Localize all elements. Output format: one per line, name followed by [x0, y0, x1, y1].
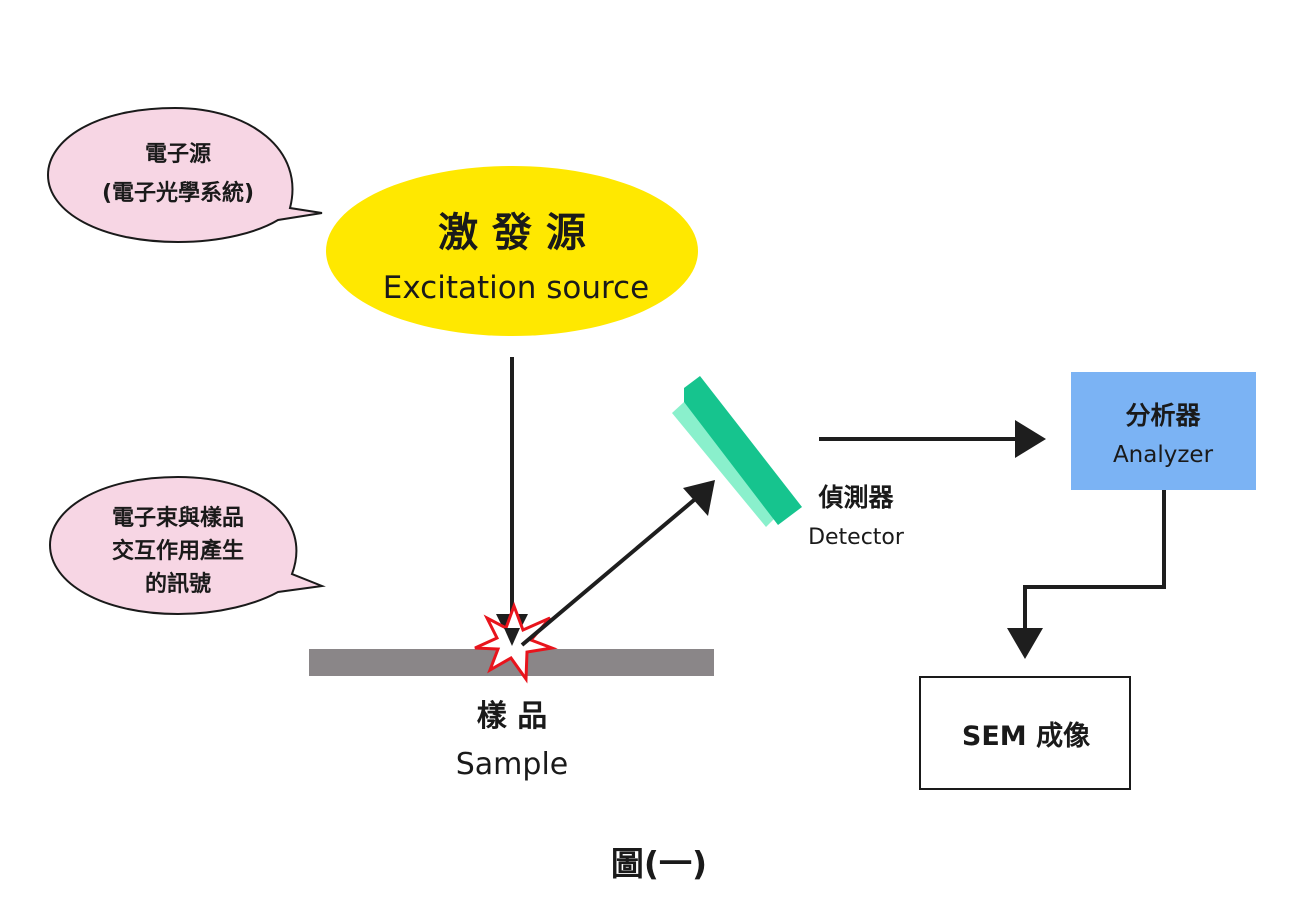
signal-line — [520, 493, 702, 647]
detector: 偵測器 Detector — [672, 376, 905, 550]
sample-label-zh: 樣 品 — [477, 699, 547, 734]
detector-label-zh: 偵測器 — [817, 483, 894, 512]
bubble-shape — [46, 106, 323, 244]
bubble-shape — [48, 475, 326, 616]
sem-output-label: SEM 成像 — [962, 721, 1090, 752]
detector-body — [684, 376, 802, 525]
sem-output-box — [919, 676, 1131, 790]
sample-label-en: Sample — [456, 747, 569, 782]
bubble-bottom-line2: 交互作用產生 — [112, 538, 244, 564]
analyzer-box — [1071, 372, 1256, 490]
detector-edge — [672, 402, 778, 527]
bubble-top-line1: 電子源 — [145, 142, 211, 167]
bubble-bottom-line1: 電子束與樣品 — [112, 505, 244, 531]
bubble-signal: 電子束與樣品 交互作用產生 的訊號 — [48, 475, 326, 616]
analyzer-to-output-line — [1023, 490, 1166, 632]
analyzer-label-en: Analyzer — [1113, 442, 1214, 468]
excitation-source: 激 發 源 Excitation source — [326, 166, 698, 336]
source-label-en: Excitation source — [383, 270, 649, 306]
bubble-top-line2: (電子光學系統) — [102, 180, 254, 206]
analyzer-label-zh: 分析器 — [1125, 401, 1201, 430]
detector-label-en: Detector — [808, 525, 905, 550]
bubble-electron-source: 電子源 (電子光學系統) — [46, 106, 323, 244]
source-ellipse — [326, 166, 698, 336]
analyzer: 分析器 Analyzer — [1071, 372, 1256, 490]
bubble-bottom-line3: 的訊號 — [145, 571, 211, 597]
source-label-zh: 激 發 源 — [438, 210, 586, 256]
signal-arrowhead — [683, 480, 715, 516]
sem-output: SEM 成像 — [919, 676, 1131, 790]
analyzer-to-output-arrowhead — [1007, 628, 1043, 659]
impact-point — [504, 628, 520, 646]
figure-caption: 圖(一) — [611, 844, 707, 883]
detector-to-analyzer-arrowhead — [1015, 420, 1046, 458]
